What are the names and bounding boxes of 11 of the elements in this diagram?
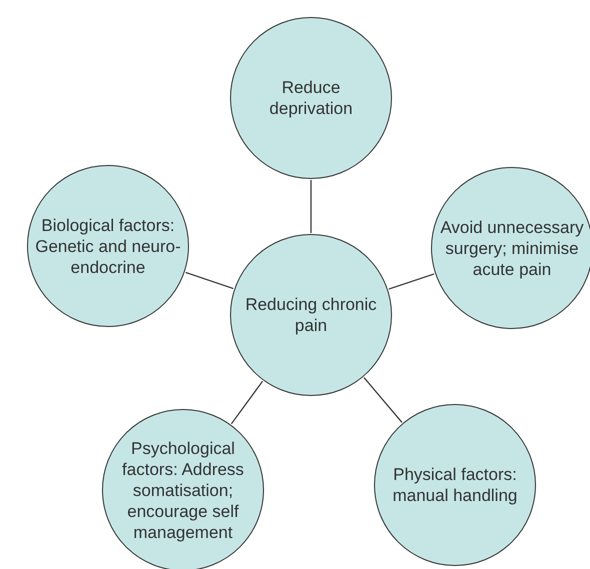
- connector-line: [310, 180, 312, 233]
- connector-line: [364, 377, 402, 423]
- node-label: Biological factors: Genetic and neuro-endocrine: [35, 214, 181, 278]
- node-label: Physical factors: manual handling: [392, 464, 518, 506]
- connector-line: [185, 272, 234, 290]
- connector-line: [230, 380, 264, 424]
- connector-line: [388, 273, 434, 290]
- node-label: Reduce deprivation: [268, 77, 354, 119]
- node-label: Avoid unnecessary surgery; minimise acute pain: [439, 216, 585, 280]
- node-label: Psychological factors: Address somatisation; encourage self management: [121, 438, 245, 542]
- node-label: Reducing chronic pain: [244, 294, 378, 336]
